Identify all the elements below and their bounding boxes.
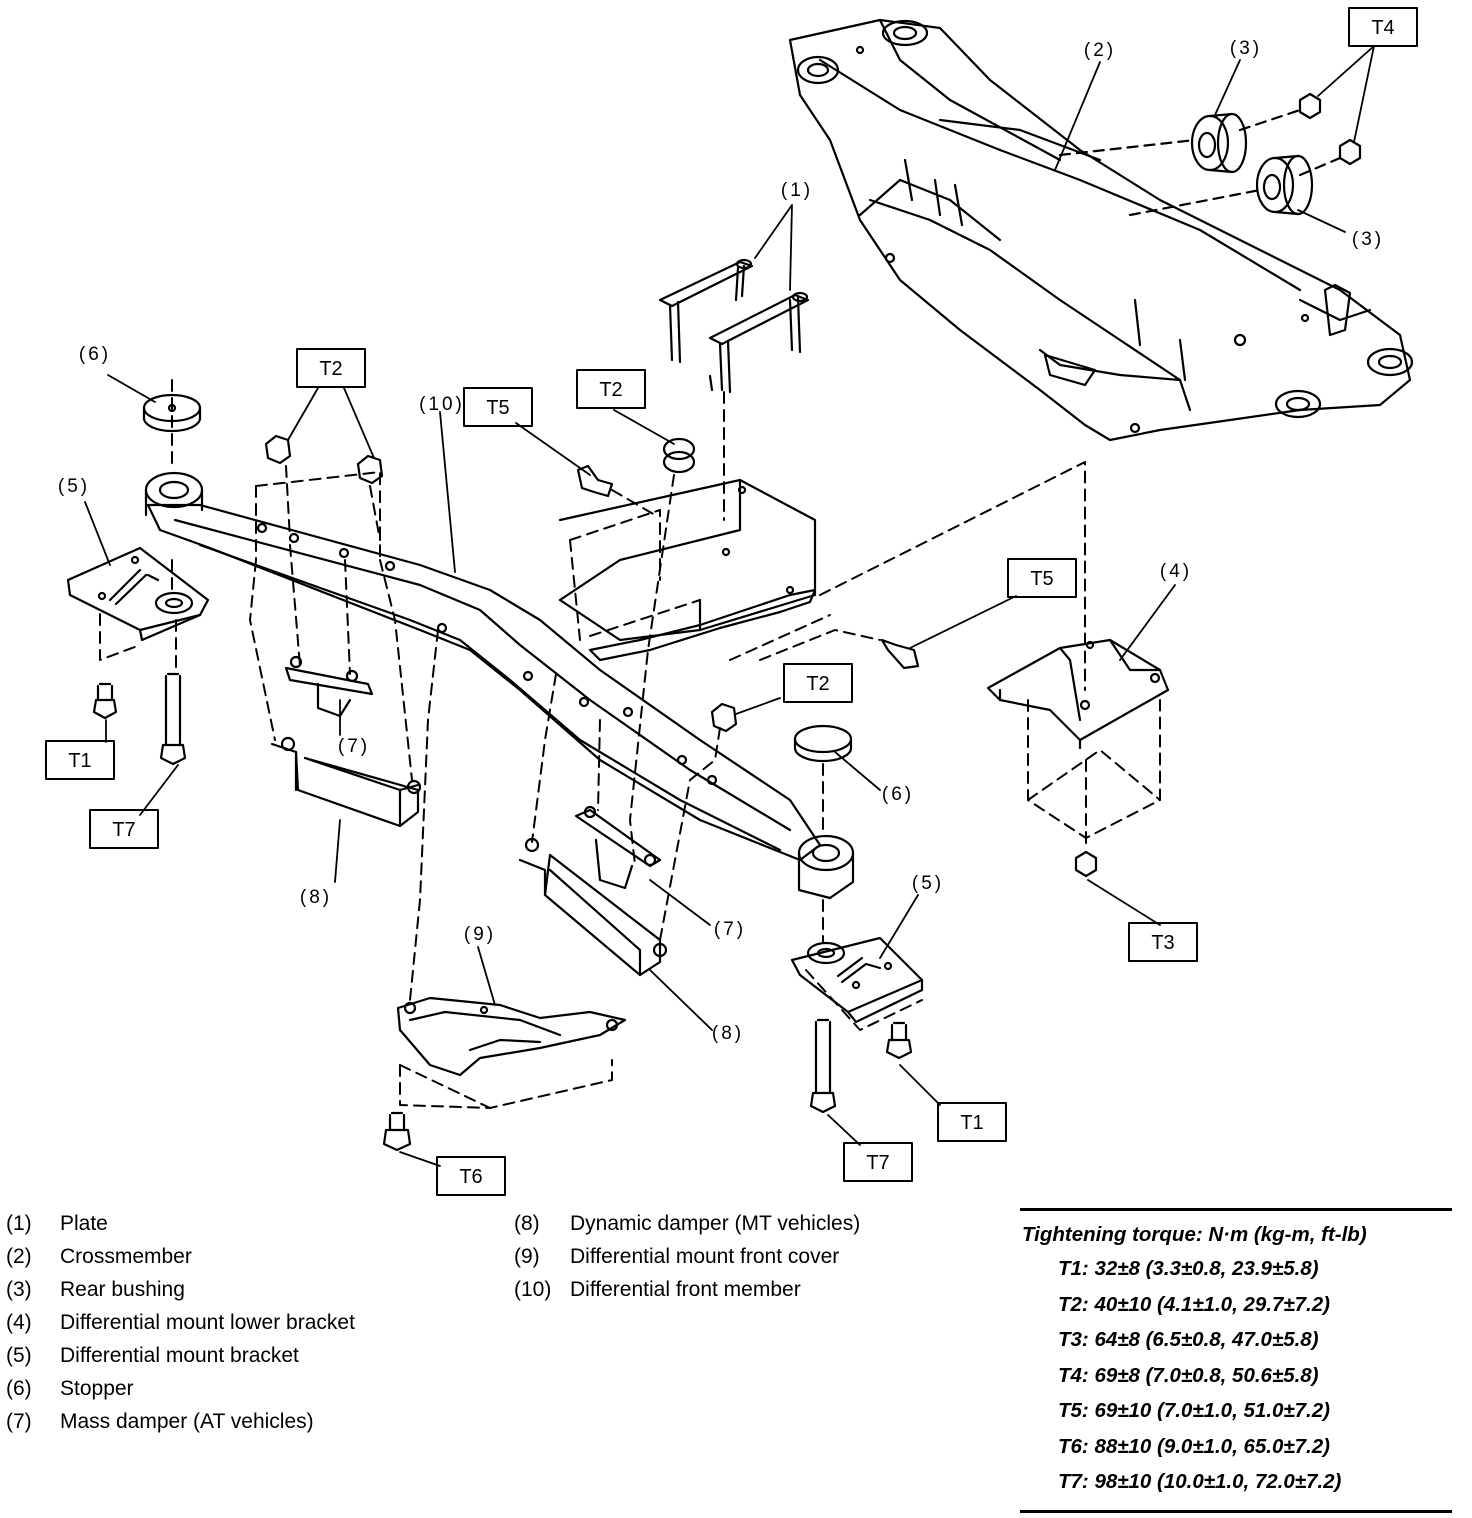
rear-bushing-upper [1190,112,1248,174]
exploded-parts-diagram: T2 T2 T5 T4 T5 T2 T1 T7 T3 T1 T7 T6 (6) … [45,7,1418,1196]
legend-number: (6) [6,1377,32,1400]
callout-10: (10) [419,394,465,415]
torque-row-t1: T1: 32±8 (3.3±0.8, 23.9±5.8) [1058,1257,1319,1280]
assembly-dash-lines [99,379,1161,1109]
torque-box-t4: T4 [1371,17,1394,39]
torque-row-t7: T7: 98±10 (10.0±1.0, 72.0±7.2) [1058,1470,1342,1493]
legend-item: (2) Crossmember [6,1240,355,1273]
dynamic-damper-left [270,736,422,828]
differential-mount-lower-bracket [986,638,1170,878]
legend-item: (9) Differential mount front cover [514,1240,860,1273]
torque-row-t2: T2: 40±10 (4.1±1.0, 29.7±7.2) [1058,1292,1330,1316]
callout-1: (1) [781,180,813,201]
torque-row-t3: T3: 64±8 (6.5±0.8, 47.0±5.8) [1058,1328,1319,1351]
legend-item: (8) Dynamic damper (MT vehicles) [514,1207,860,1240]
callout-4: (4) [1160,561,1192,582]
legend-text: Differential mount lower bracket [60,1311,355,1334]
differential-front-member [144,471,855,900]
differential-mount-front-cover [396,996,627,1077]
torque-box-t1: T1 [68,750,91,772]
legend-text: Differential mount bracket [60,1344,299,1367]
callout-3: (3) [1230,38,1262,59]
torque-box-t5: T5 [486,397,509,419]
callout-6: (6) [79,344,111,365]
rear-bushing-lower [1255,154,1314,216]
legend-number: (9) [514,1245,540,1268]
legend-item: (4) Differential mount lower bracket [6,1306,355,1339]
legend-item: (1) Plate [6,1207,355,1240]
legend-item: (6) Stopper [6,1372,355,1405]
legend-number: (10) [514,1278,552,1301]
torque-row-t6: T6: 88±10 (9.0±1.0, 65.0±7.2) [1058,1434,1330,1458]
stopper-lower [793,724,853,763]
tightening-torque-table: Tightening torque: N·m (kg-m, ft-lb) T1:… [1020,1208,1452,1513]
callout-2: (2) [1084,40,1116,61]
legend-item: (5) Differential mount bracket [6,1339,355,1372]
mount-bracket-right [790,936,924,1024]
torque-box-t5: T5 [1030,568,1053,590]
torque-box-t6: T6 [459,1166,482,1188]
torque-box-t1: T1 [960,1112,983,1134]
plate-parts [658,258,810,394]
legend-number: (5) [6,1344,32,1367]
legend-number: (3) [6,1278,32,1301]
mass-damper-right [574,805,662,890]
torque-row-t5: T5: 69±10 (7.0±1.0, 51.0±7.2) [1058,1399,1330,1422]
torque-box-t2: T2 [319,358,342,380]
legend-number: (2) [6,1245,32,1268]
bolts [92,672,913,1152]
callout-6: (6) [882,784,914,805]
legend-number: (4) [6,1311,32,1334]
callout-9: (9) [464,924,496,945]
legend-number: (7) [6,1410,32,1433]
legend-text: Crossmember [60,1245,192,1268]
legend-item: (10) Differential front member [514,1273,860,1306]
legend-item: (7) Mass damper (AT vehicles) [6,1405,355,1438]
torque-box-t2: T2 [806,673,829,695]
legend-text: Differential front member [570,1278,801,1301]
callout-5: (5) [58,476,90,497]
torque-table-heading: Tightening torque: N·m (kg-m, ft-lb) [1022,1223,1367,1246]
t2-nuts-and-t5-bolts [264,374,920,733]
parts-legend-middle: (8) Dynamic damper (MT vehicles) (9) Diffe… [514,1207,860,1306]
bushing-dash-lines [1058,108,1342,217]
callout-8: (8) [712,1023,744,1044]
legend-text: Differential mount front cover [570,1245,840,1268]
legend-item: (3) Rear bushing [6,1273,355,1306]
torque-box-t7: T7 [866,1152,889,1174]
crossmember-part [788,18,1414,442]
torque-boxes [45,7,1418,1196]
legend-text: Stopper [60,1377,134,1400]
callout-5: (5) [912,873,944,894]
legend-number: (1) [6,1212,32,1235]
callout-3: (3) [1352,229,1384,250]
torque-row-t4: T4: 69±8 (7.0±0.8, 50.6±5.8) [1058,1363,1319,1387]
mount-bracket-left [66,546,210,642]
callout-7: (7) [338,736,370,757]
legend-text: Dynamic damper (MT vehicles) [570,1212,861,1235]
torque-box-t7: T7 [112,819,135,841]
callout-8: (8) [300,887,332,908]
leader-lines [84,45,1375,1167]
legend-number: (8) [514,1212,540,1235]
legend-text: Plate [60,1212,108,1235]
mass-damper-left [284,655,374,718]
callout-7: (7) [714,919,746,940]
legend-text: Mass damper (AT vehicles) [60,1410,314,1433]
legend-text: Rear bushing [60,1278,185,1301]
torque-box-t3: T3 [1151,932,1174,954]
torque-box-t2: T2 [599,379,622,401]
t4-nuts [1298,92,1362,166]
parts-legend-left: (1)Plate (2)Crossmember (3)Rear bushing … [6,1207,355,1438]
